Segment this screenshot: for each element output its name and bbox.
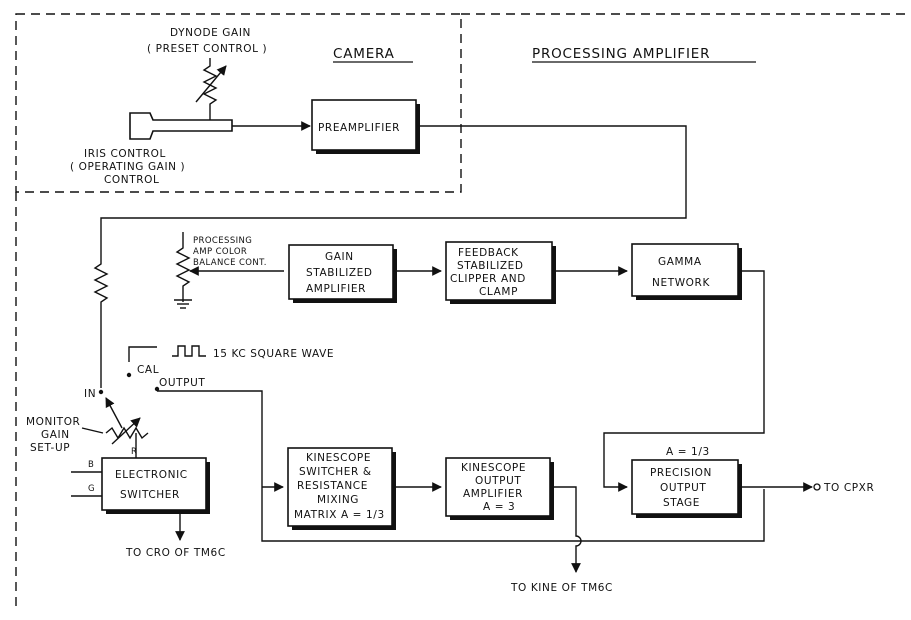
kinescope-switcher-line-5: MATRIX A = 1/3 [294,509,385,521]
kinescope-switcher-line-3: RESISTANCE [297,480,368,492]
electronic-switcher-line-2: SWITCHER [120,489,180,501]
monitor-label: MONITOR [26,416,80,428]
series-resistor [93,258,109,388]
gain-stabilized-line-1: GAIN [325,251,354,263]
kinescope-output-line-2: OUTPUT [475,475,521,487]
kinescope-output-block: KINESCOPE OUTPUT AMPLIFIER A = 3 [445,457,554,520]
kinescope-output-line-3: AMPLIFIER [463,488,523,500]
pa-color-label-1: PROCESSING [193,236,252,246]
electronic-switcher-line-1: ELECTRONIC [115,469,188,481]
precision-output-line-3: STAGE [663,497,700,509]
kinescope-switcher-line-1: KINESCOPE [306,452,371,464]
g-label: G [88,484,95,494]
preamplifier-block: PREAMPLIFIER [311,99,420,154]
gamma-line-2: NETWORK [652,277,710,289]
electronic-switcher-block: ELECTRONIC SWITCHER [101,457,210,514]
square-wave-label: 15 KC SQUARE WAVE [213,348,334,360]
kinescope-output-line-4: A = 3 [483,501,515,513]
gain-label: GAIN [41,429,70,441]
kinescope-switcher-line-4: MIXING [317,494,359,506]
kinescope-switcher-line-2: SWITCHER & [299,466,372,478]
feedback-line-4: CLAMP [479,286,518,298]
iris-lens-icon [129,112,233,140]
processing-amplifier-title: PROCESSING AMPLIFIER [532,46,710,62]
operating-gain-label: ( OPERATING GAIN ) [70,161,185,173]
gain-stabilized-amplifier-block: GAIN STABILIZED AMPLIFIER [288,244,397,303]
camera-title: CAMERA [333,46,395,62]
dynode-gain-label: DYNODE GAIN [170,27,251,39]
kinescope-output-line-1: KINESCOPE [461,462,526,474]
feedback-clipper-block: FEEDBACK STABILIZED CLIPPER AND CLAMP [445,241,556,304]
cal-label: CAL [137,364,159,376]
r-label: R [131,447,137,457]
gain-stabilized-line-2: STABILIZED [306,267,373,279]
pa-color-label-3: BALANCE CONT. [193,258,267,268]
to-cro-label: TO CRO OF TM6C [125,547,226,559]
preamplifier-label: PREAMPLIFIER [318,122,400,134]
dynode-gain-resistor [195,58,227,124]
monitor-gain-resistor [105,417,149,458]
gamma-network-block: GAMMA NETWORK [631,243,742,300]
color-balance-potentiometer [174,232,284,309]
pa-color-label-2: AMP COLOR [193,247,247,257]
precision-output-line-2: OUTPUT [660,482,706,494]
iris-control-label: IRIS CONTROL [84,148,166,160]
feedback-line-1: FEEDBACK [458,247,519,259]
in-label: IN [84,388,96,400]
set-up-label: SET-UP [30,442,70,454]
to-cpxr-label: TO CPXR [823,482,874,494]
output-terminal [154,386,160,392]
processing-section-border [15,13,905,612]
precision-output-stage-block: PRECISION OUTPUT STAGE [631,459,742,518]
cal-terminal [126,372,132,378]
gain-stabilized-line-3: AMPLIFIER [306,283,366,295]
gamma-line-1: GAMMA [658,256,702,268]
to-kine-label: TO KINE OF TM6C [510,582,613,594]
b-label: B [88,460,94,470]
square-wave-symbol [172,345,206,357]
preset-control-label: ( PRESET CONTROL ) [147,43,267,55]
output-label: OUTPUT [159,377,205,389]
feedback-line-2: STABILIZED [457,260,524,272]
a-third-label: A = 1/3 [666,446,710,458]
in-terminal [98,389,104,395]
iris-control-sub-label: CONTROL [104,174,159,186]
camera-section-border [15,13,462,193]
cpxr-output-terminal [813,483,821,491]
feedback-line-3: CLIPPER AND [450,273,526,285]
kinescope-switcher-block: KINESCOPE SWITCHER & RESISTANCE MIXING M… [287,447,396,530]
precision-output-line-1: PRECISION [650,467,712,479]
